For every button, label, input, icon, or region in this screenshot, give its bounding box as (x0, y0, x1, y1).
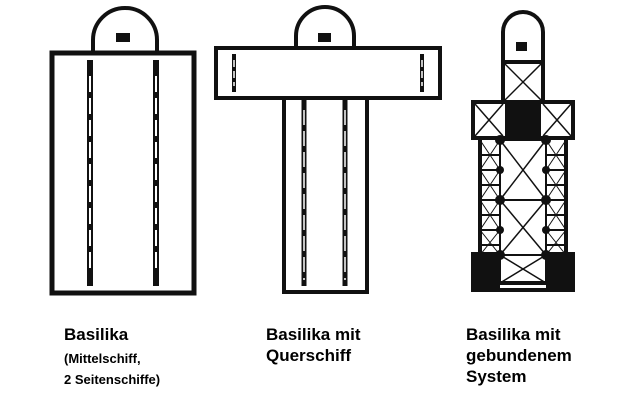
plan-basilika (49, 6, 197, 296)
caption-title-line: Basilika mit (266, 325, 361, 344)
transept (214, 46, 442, 100)
nave-walls (282, 98, 369, 294)
caption-title-line: Querschiff (266, 346, 352, 365)
aisle-left (479, 139, 501, 256)
caption-basilika-gebunden: Basilika mit gebundenem System (466, 326, 572, 385)
caption-title-line: Basilika mit (466, 325, 561, 344)
choir-bay (501, 60, 545, 104)
plan-basilika-gebunden (471, 10, 575, 292)
caption-title-line: System (466, 367, 527, 386)
outer-walls (49, 50, 197, 296)
apse (91, 6, 159, 53)
piers (495, 135, 551, 260)
apse (501, 10, 545, 62)
caption-title-line: gebundenem (466, 346, 572, 365)
west-towers (471, 252, 575, 292)
nave (478, 135, 568, 285)
caption-basilika: Basilika (Mittelschiff, 2 Seitenschiffe) (64, 326, 160, 386)
apse (294, 5, 356, 48)
caption-basilika-querschiff: Basilika mit Querschiff (266, 326, 361, 364)
crossing (471, 100, 575, 140)
plan-basilika-querschiff (214, 5, 442, 294)
caption-subtitle-line: 2 Seitenschiffe) (64, 372, 161, 387)
caption-subtitle-line: (Mittelschiff, (64, 351, 141, 366)
caption-title: Basilika (64, 325, 129, 344)
